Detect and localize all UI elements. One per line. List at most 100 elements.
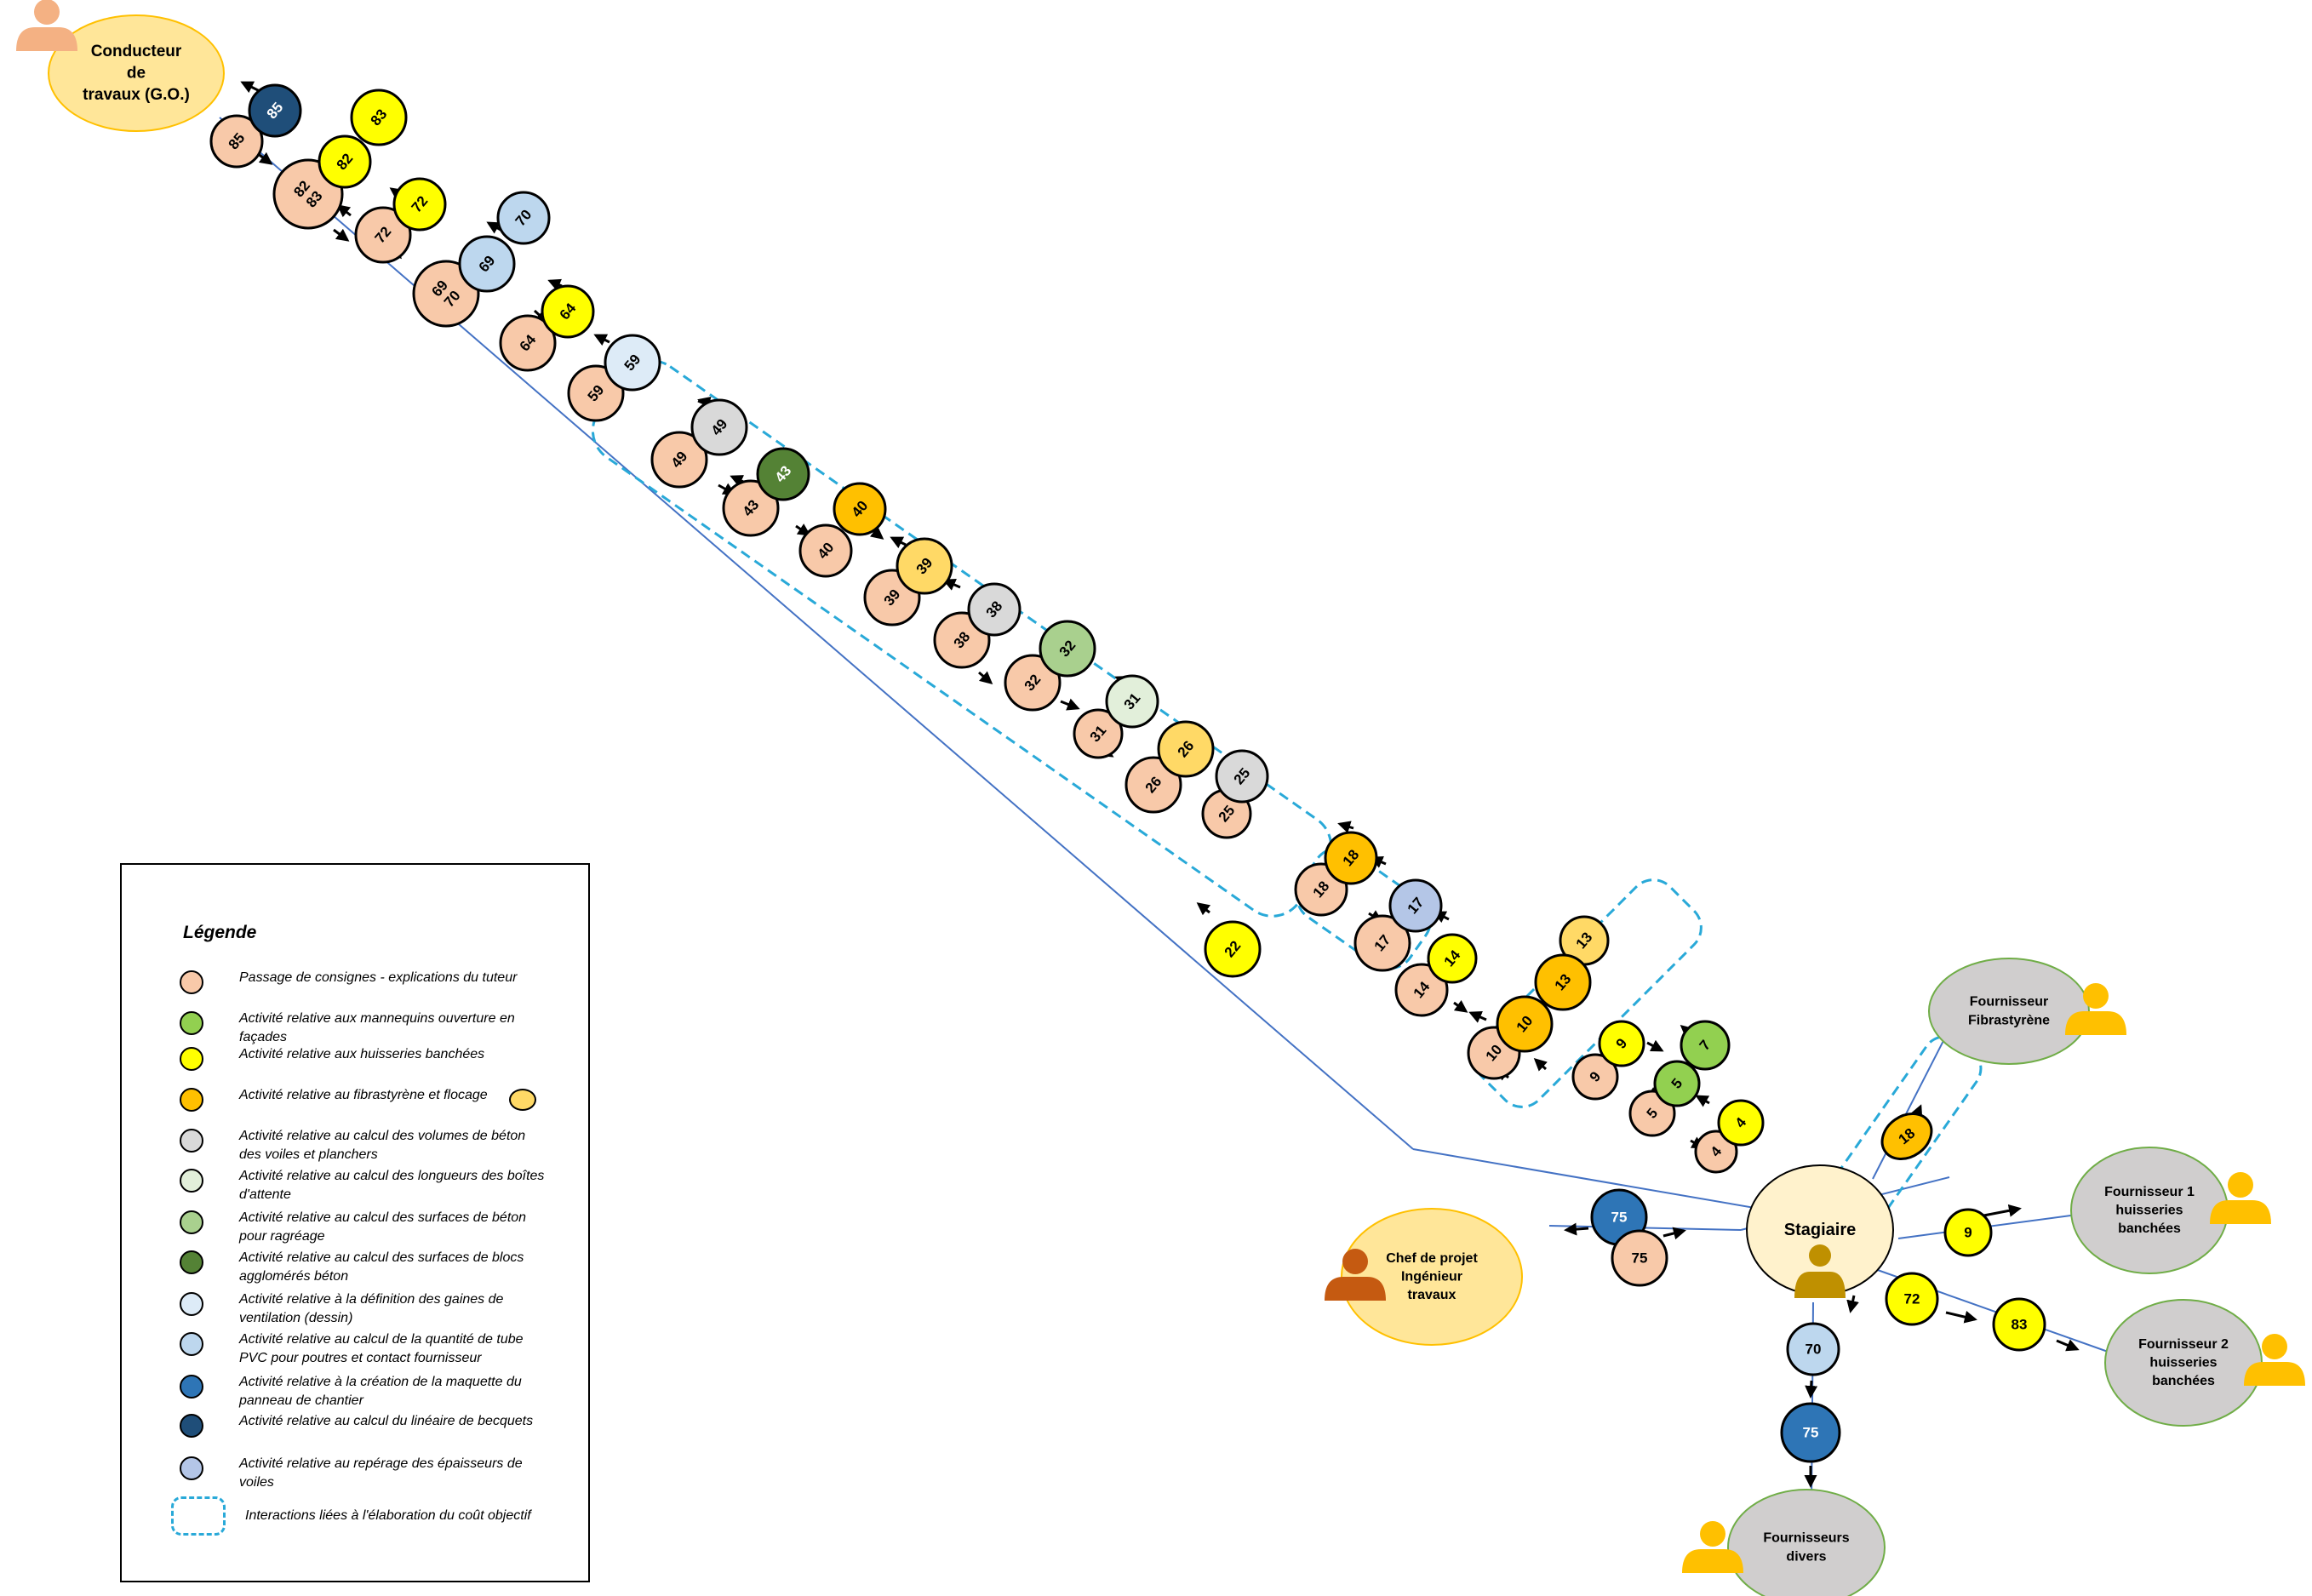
legend-swatch [180, 1375, 203, 1399]
legend-swatch [180, 1011, 203, 1035]
activity-node: 32 [1039, 620, 1096, 678]
activity-node: 4 [1717, 1099, 1765, 1147]
actor-label: Conducteur [91, 43, 182, 60]
node-number: 75 [1632, 1250, 1648, 1267]
activity-node: 40 [798, 523, 853, 578]
activity-node: 40 [833, 482, 887, 536]
actor-label: divers [1786, 1549, 1826, 1564]
legend-text: Activité relative au fibrastyrène et flo… [239, 1088, 488, 1102]
activity-node: 72 [354, 206, 412, 264]
actor-label: Fournisseur [1970, 995, 2048, 1010]
activity-node: 70 [496, 191, 551, 245]
user-icon [1325, 1249, 1386, 1301]
actor-label: banchées [2118, 1221, 2181, 1236]
user-icon [2244, 1334, 2305, 1386]
legend-text: Interactions liées à l'élaboration du co… [245, 1508, 531, 1523]
user-icon [2210, 1172, 2271, 1224]
activity-node: 82 [318, 134, 372, 189]
actor-label: travaux (G.O.) [83, 86, 190, 104]
arrow [593, 334, 610, 346]
arrow [486, 221, 501, 234]
activity-node: 43 [722, 479, 780, 537]
legend-dash-swatch [171, 1496, 226, 1536]
legend-text: Activité relative au calcul des surfaces… [239, 1210, 527, 1244]
legend-text: Activité relative au repérage des épaiss… [239, 1456, 523, 1490]
actor-label: huisseries [2149, 1356, 2217, 1370]
activity-node: 39 [896, 537, 953, 595]
legend-swatch [180, 1456, 203, 1480]
legend-text: Activité relative au calcul des volumes … [239, 1129, 526, 1162]
arrow [1646, 1039, 1664, 1052]
node-number: 72 [1904, 1291, 1920, 1307]
activity-node: 18 [1324, 831, 1378, 885]
actor-label: Ingénieur [1401, 1270, 1462, 1284]
connector-line [1897, 1212, 2091, 1239]
node-number: 70 [1806, 1341, 1822, 1358]
actor-conducteur: Conducteur de travaux (G.O.) [16, 0, 225, 132]
activity-node: 13 [1534, 953, 1592, 1011]
legend-text: Activité relative au calcul du linéaire … [239, 1414, 534, 1428]
activity-node: 85 [248, 83, 302, 138]
legend-text: Activité relative au calcul de la quanti… [239, 1332, 524, 1365]
activity-node: 26 [1157, 720, 1215, 778]
legend-text: Activité relative au calcul des surfaces… [239, 1250, 524, 1284]
arrow [1846, 1295, 1859, 1313]
arrow [1337, 821, 1354, 833]
actor-label: Stagiaire [1784, 1221, 1856, 1239]
activity-node: 49 [690, 398, 748, 456]
actor-label: de [127, 65, 146, 83]
activity-node: 32 [1004, 654, 1062, 712]
activity-node: 26 [1125, 756, 1182, 814]
activity-node: 83 [350, 89, 408, 146]
activity-node: 4 [1694, 1130, 1738, 1174]
legend-swatch [180, 1332, 203, 1356]
activity-node: 9 [1943, 1208, 1993, 1257]
activity-node: 72 [1885, 1272, 1939, 1326]
actor-label: Fibrastyrène [1968, 1013, 2050, 1027]
legend-swatch [180, 1129, 203, 1153]
arrow [2056, 1339, 2080, 1352]
activity-node: 85 [209, 114, 264, 169]
node-number: 83 [2012, 1317, 2028, 1333]
activity-node: 59 [604, 334, 661, 392]
actor-f1: Fournisseur 1 huisseries banchées [2070, 1147, 2271, 1274]
legend-text: Activité relative aux huisseries banchée… [239, 1047, 485, 1061]
activity-node: 22 [1204, 920, 1262, 978]
actor-label: huisseries [2115, 1204, 2183, 1218]
activity-node: 64 [541, 284, 595, 339]
legend-text: Activité relative à la définition des ga… [239, 1292, 504, 1325]
legend-text: Activité relative au calcul des longueur… [239, 1169, 545, 1202]
connector-line [1412, 1148, 1810, 1218]
arrow [1533, 1057, 1548, 1072]
actor-divers: Fournisseurs divers [1682, 1489, 1886, 1596]
legend-swatch [180, 1210, 203, 1234]
arrow [978, 671, 993, 684]
actor-label: Fournisseurs [1763, 1531, 1849, 1546]
legend: Légende Passage de consignes - explicati… [120, 863, 590, 1582]
legend-text: Activité relative aux mannequins ouvertu… [239, 1011, 515, 1044]
user-icon [1682, 1521, 1743, 1573]
legend-swatch [180, 1250, 203, 1274]
actor-label: travaux [1408, 1288, 1456, 1302]
legend-swatch [180, 970, 203, 994]
arrow [1468, 1011, 1487, 1023]
arrow [1662, 1227, 1686, 1240]
arrow [890, 536, 907, 549]
activity-node: 72 [392, 177, 447, 232]
legend-swatch [180, 1414, 203, 1438]
node-number: 9 [1964, 1225, 1971, 1241]
user-icon [1794, 1244, 1846, 1298]
actor-label: Fournisseur 2 [2138, 1337, 2229, 1352]
arrow [1695, 1095, 1710, 1107]
activity-node: 17 [1353, 914, 1411, 972]
node-number: 75 [1803, 1425, 1819, 1441]
arrow [1060, 698, 1080, 711]
legend-title: Légende [183, 923, 257, 942]
legend-swatch [509, 1089, 536, 1111]
actor-label: Fournisseur 1 [2104, 1185, 2195, 1199]
legend-swatch [180, 1292, 203, 1316]
